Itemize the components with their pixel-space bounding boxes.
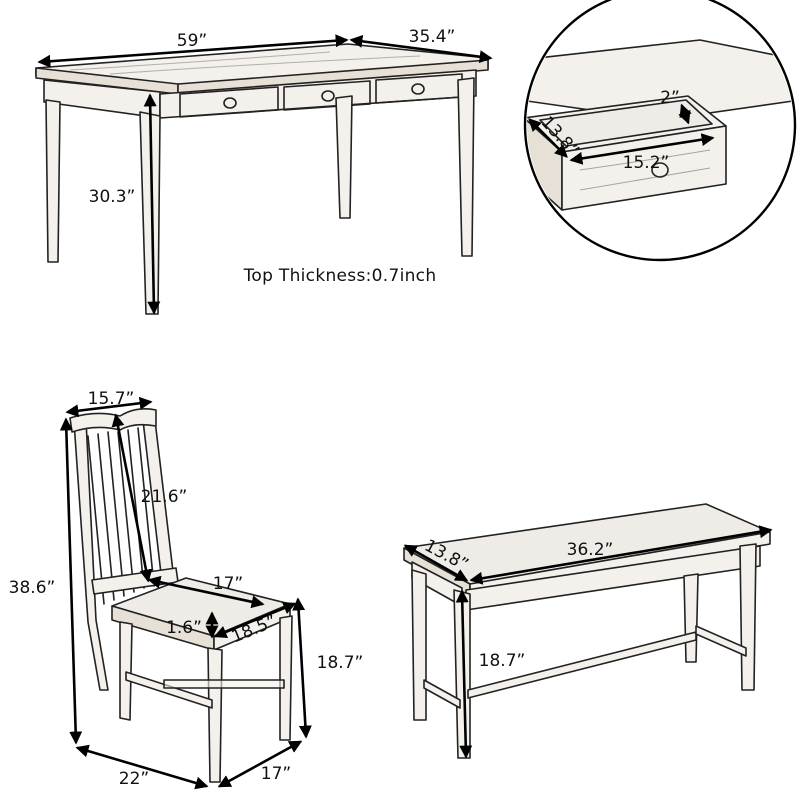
chair-drawing bbox=[69, 408, 293, 783]
drawer-width-label: 15.2” bbox=[623, 153, 670, 173]
chair-overall-height-label: 38.6” bbox=[9, 578, 56, 598]
bench-width-label: 36.2” bbox=[567, 540, 614, 560]
chair-base-depth-label: 22” bbox=[119, 769, 149, 789]
table-height-arrow bbox=[143, 93, 161, 315]
chair-overall-height-arrow bbox=[59, 417, 83, 745]
chair-seat-height-label: 18.7” bbox=[317, 653, 364, 673]
drawer-height-arrow bbox=[678, 103, 692, 125]
chair-back-height-arrow bbox=[111, 413, 153, 583]
table-dimension-arrows bbox=[37, 34, 493, 315]
chair-back-height-label: 21.6” bbox=[141, 487, 188, 507]
chair-base-width-arrow bbox=[217, 740, 303, 788]
chair-seat-width-arrow bbox=[213, 601, 297, 639]
bench-dimension-arrows bbox=[403, 525, 773, 759]
drawer-detail-callout bbox=[523, 0, 797, 262]
chair-base-width-label: 17” bbox=[261, 764, 291, 784]
table-depth-label: 35.4” bbox=[409, 27, 456, 47]
drawer-width-arrow bbox=[569, 133, 715, 165]
drawer-dimension-arrows bbox=[528, 103, 715, 165]
chair-dimension-arrows bbox=[59, 396, 312, 790]
bench-height-arrow bbox=[455, 589, 473, 759]
table-height-label: 30.3” bbox=[89, 187, 136, 207]
drawer-height-label: 2” bbox=[660, 88, 680, 108]
bench-width-arrow bbox=[469, 525, 773, 585]
chair-seat-thickness-label: 1.6” bbox=[166, 618, 202, 638]
drawer-depth-arrow bbox=[528, 118, 568, 158]
top-thickness-caption: Top Thickness:0.7inch bbox=[243, 266, 437, 286]
chair-top-width-label: 15.7” bbox=[88, 389, 135, 409]
dining-table-drawing bbox=[35, 43, 489, 315]
table-width-arrow bbox=[37, 34, 349, 68]
chair-top-width-arrow bbox=[65, 396, 153, 418]
chair-seat-depth-arrow bbox=[147, 575, 265, 609]
chair-seat-height-arrow bbox=[292, 597, 312, 739]
chair-seat-depth-label: 17” bbox=[213, 574, 243, 594]
chair-base-depth-arrow bbox=[75, 744, 209, 790]
table-width-label: 59” bbox=[177, 31, 207, 51]
bench-depth-arrow bbox=[403, 544, 469, 582]
table-depth-arrow bbox=[349, 34, 493, 64]
bench-height-label: 18.7” bbox=[479, 651, 526, 671]
